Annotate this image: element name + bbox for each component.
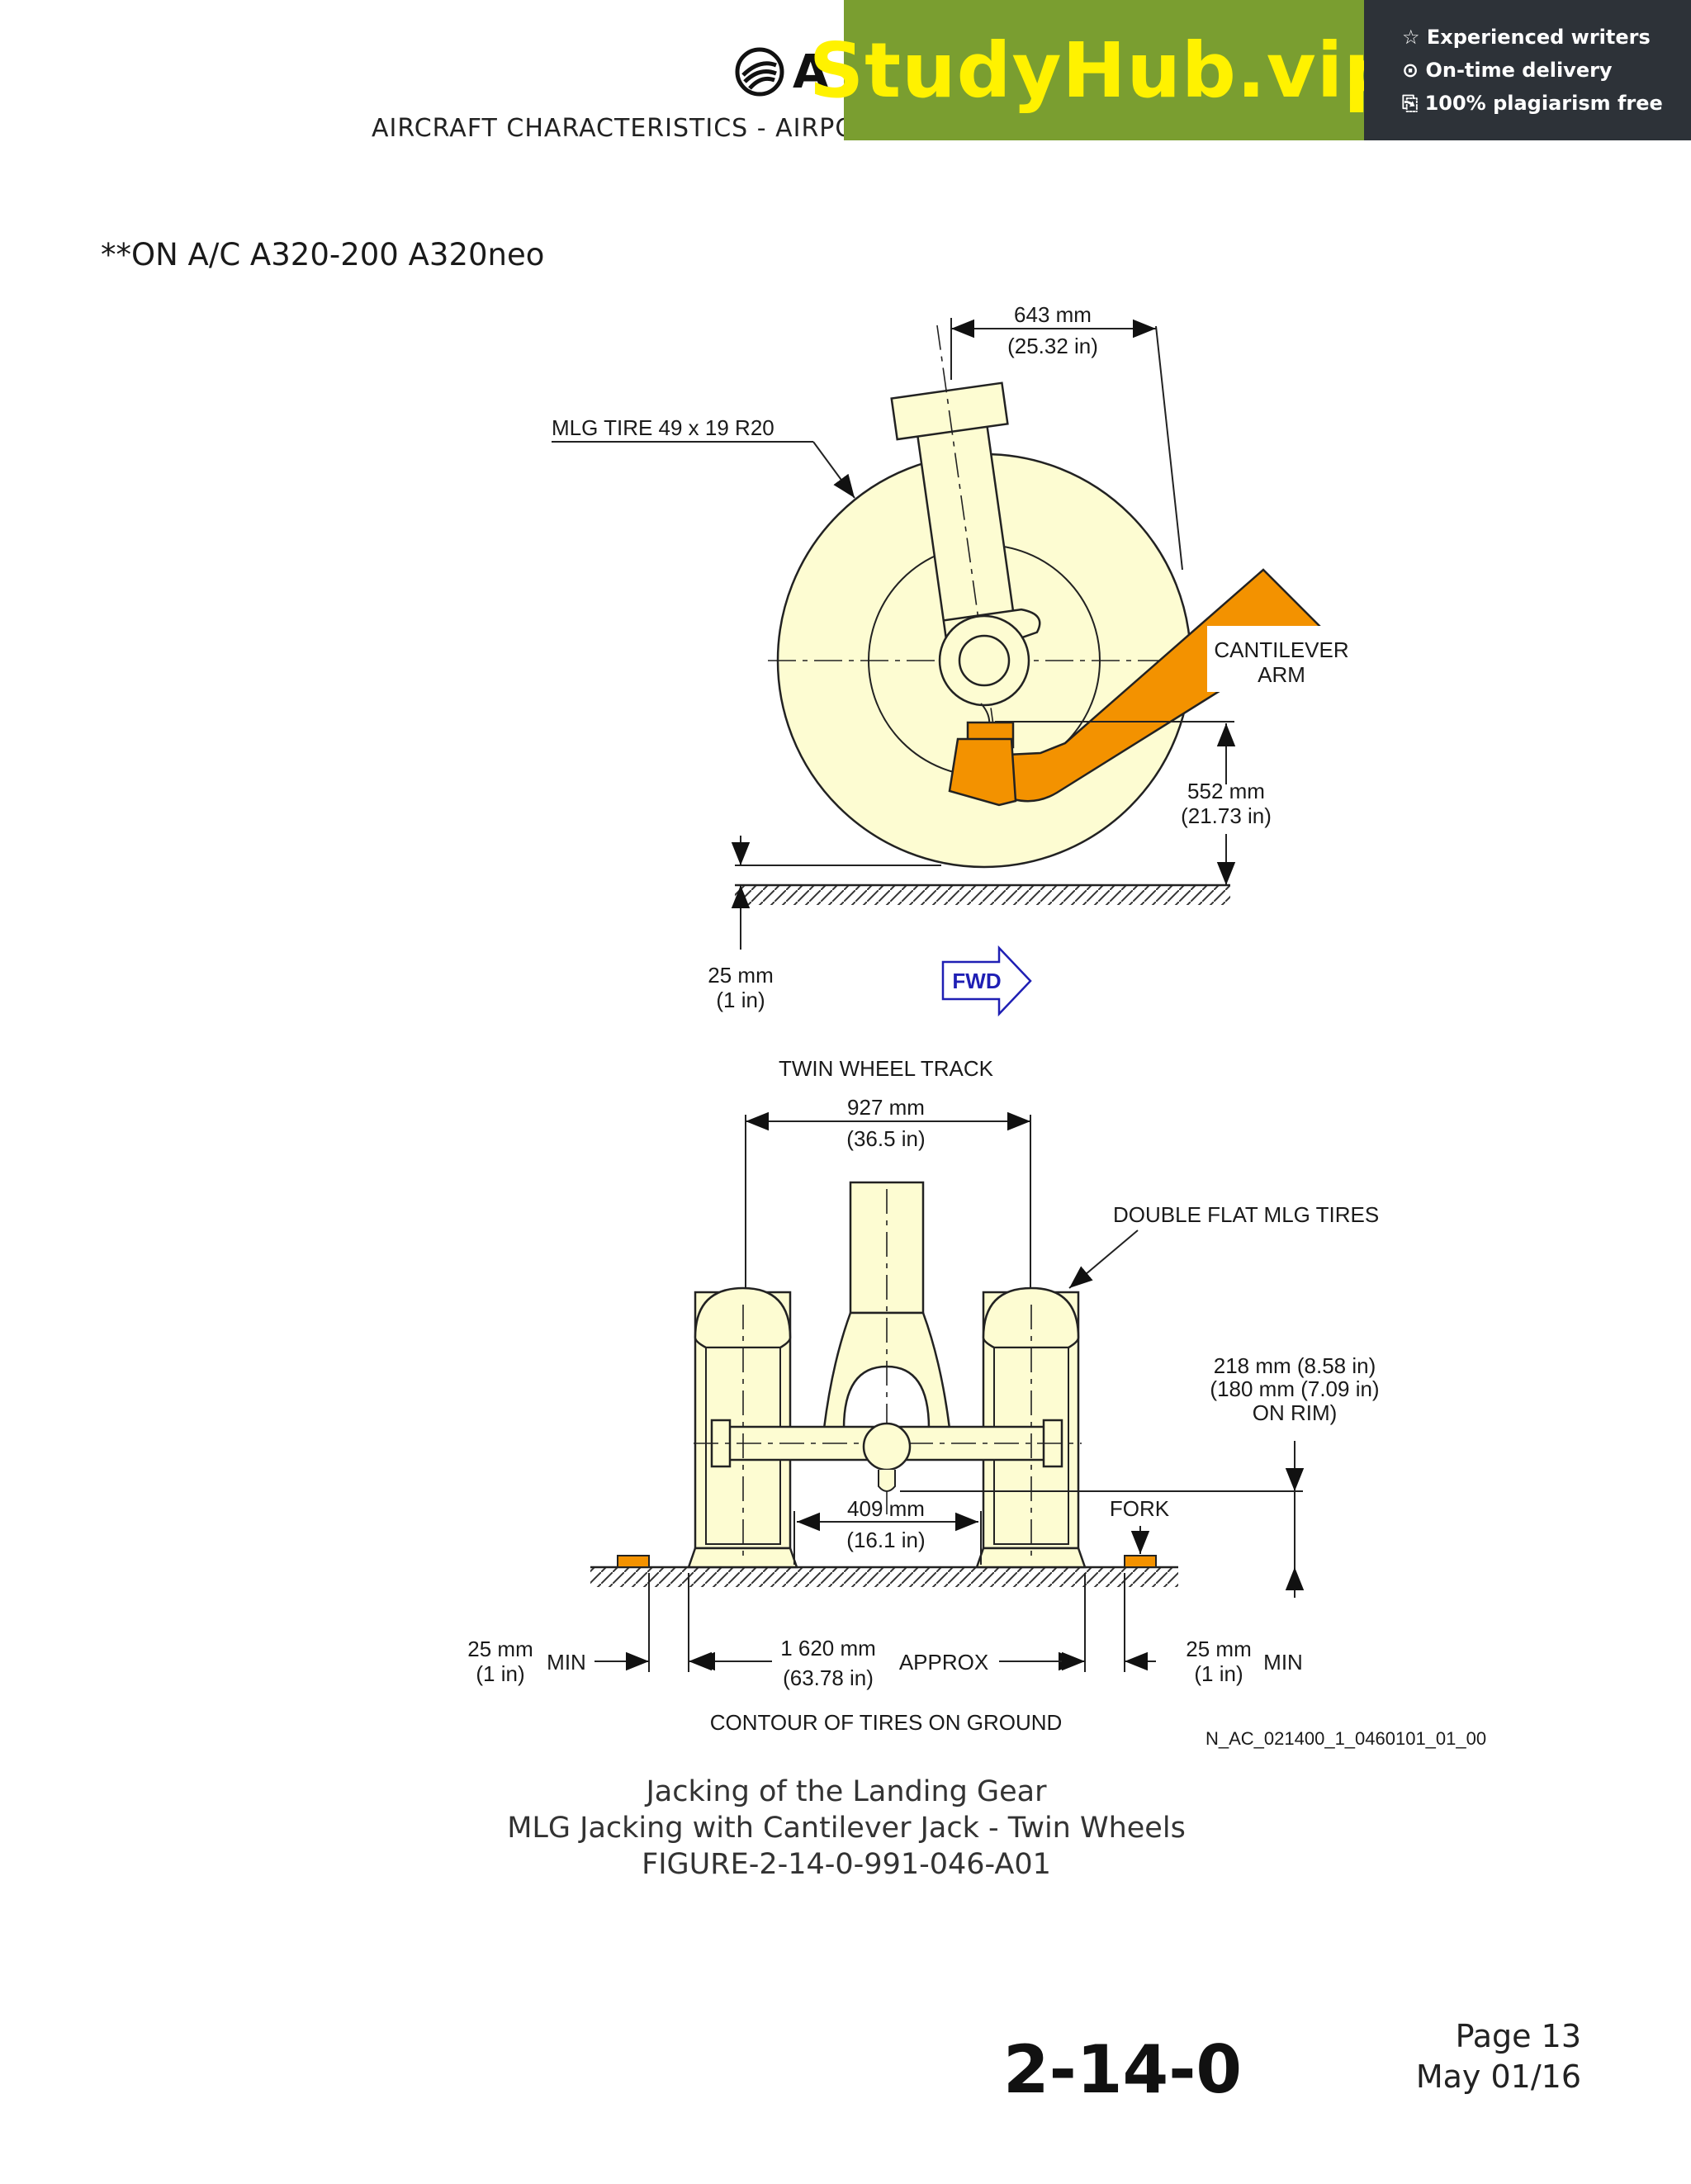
right-min-word: MIN <box>1263 1650 1303 1675</box>
applicability-note: **ON A/C A320-200 A320neo <box>101 237 545 272</box>
height-line-1: 218 mm (8.58 in) <box>1214 1353 1376 1378</box>
left-jack-pad <box>617 1555 650 1568</box>
right-min-mm: 25 mm <box>1186 1637 1251 1661</box>
logo-wordmark: A <box>793 45 831 99</box>
tires-label: DOUBLE FLAT MLG TIRES <box>1113 1202 1379 1227</box>
axle-bore <box>958 634 1011 687</box>
inner-mm: 409 mm <box>847 1496 925 1521</box>
front-view: TWIN WHEEL TRACK 927 mm (36.5 in) <box>467 1056 1486 1749</box>
fwd-label: FWD <box>952 969 1001 993</box>
dim-643-mm: 643 mm <box>1014 302 1092 327</box>
side-ground-hatch <box>735 885 1230 905</box>
dim-552-mm: 552 mm <box>1187 779 1265 803</box>
track-title: TWIN WHEEL TRACK <box>779 1056 994 1081</box>
left-min-in: (1 in) <box>476 1661 524 1686</box>
side-view: CANTILEVER ARM 643 mm (25.32 in) MLG TIR… <box>552 302 1356 1017</box>
left-min-word: MIN <box>547 1650 586 1675</box>
front-ground-hatch <box>590 1567 1178 1587</box>
cantilever-label-2: ARM <box>1258 662 1305 687</box>
height-line-2: (180 mm (7.09 in) <box>1210 1376 1379 1401</box>
dome-tip <box>878 1470 896 1492</box>
overall-width-in: (63.78 in) <box>783 1665 874 1690</box>
track-in: (36.5 in) <box>846 1126 925 1151</box>
banner-brand-text: StudyHub.vip <box>808 26 1400 115</box>
axle-hub <box>938 614 1030 707</box>
right-jack-pad <box>1124 1555 1157 1568</box>
dim-25-in: (1 in) <box>716 988 765 1012</box>
tire-label: MLG TIRE 49 x 19 R20 <box>552 415 774 440</box>
banner-brand[interactable]: StudyHub.vip <box>809 0 1398 140</box>
arm-label-bg <box>1207 626 1356 692</box>
height-line-3: ON RIM) <box>1253 1400 1338 1425</box>
figure-number: FIGURE-2-14-0-991-046-A01 <box>642 1848 1051 1881</box>
approx-label: APPROX <box>899 1650 988 1675</box>
dim-25-mm: 25 mm <box>708 963 773 988</box>
revision-date: May 01/16 <box>1415 2058 1581 2095</box>
tires-label-leader <box>1068 1229 1139 1289</box>
dim-643-ext-right <box>1155 325 1183 571</box>
banner-feature-delivery: ⊙ On-time delivery <box>1402 59 1613 82</box>
tire-label-leader <box>812 441 855 499</box>
airbus-swirl-icon <box>735 47 784 97</box>
fwd-arrow-icon <box>941 945 1032 1017</box>
studyhub-banner[interactable]: StudyHub.vip ☆ Experienced writers ⊙ On-… <box>809 0 1691 140</box>
track-mm: 927 mm <box>847 1095 925 1120</box>
figure-caption-line-2: MLG Jacking with Cantilever Jack - Twin … <box>507 1812 1186 1845</box>
banner-feature-plagiarism: ⎘ 100% plagiarism free <box>1402 92 1663 115</box>
page-number: Page 13 <box>1455 2018 1581 2054</box>
inner-in: (16.1 in) <box>846 1528 925 1552</box>
dim-552-in: (21.73 in) <box>1181 803 1272 828</box>
left-min-mm: 25 mm <box>467 1637 533 1661</box>
dim-643-in: (25.32 in) <box>1007 334 1098 358</box>
jack-head <box>948 737 1017 807</box>
fork-label: FORK <box>1110 1496 1170 1521</box>
cantilever-label-1: CANTILEVER <box>1214 637 1348 662</box>
reference-code: N_AC_021400_1_0460101_01_00 <box>1205 1728 1486 1749</box>
figure-caption-line-1: Jacking of the Landing Gear <box>646 1775 1047 1808</box>
banner-feature-writers: ☆ Experienced writers <box>1402 26 1651 49</box>
airbus-logo: A <box>735 43 867 101</box>
front-jacking-dome <box>862 1422 912 1471</box>
banner-features: ☆ Experienced writers ⊙ On-time delivery… <box>1364 0 1691 140</box>
overall-width-mm: 1 620 mm <box>780 1636 876 1661</box>
right-min-in: (1 in) <box>1194 1661 1243 1686</box>
contour-label: CONTOUR OF TIRES ON GROUND <box>710 1710 1063 1735</box>
chapter-number: 2-14-0 <box>1003 2031 1243 2108</box>
